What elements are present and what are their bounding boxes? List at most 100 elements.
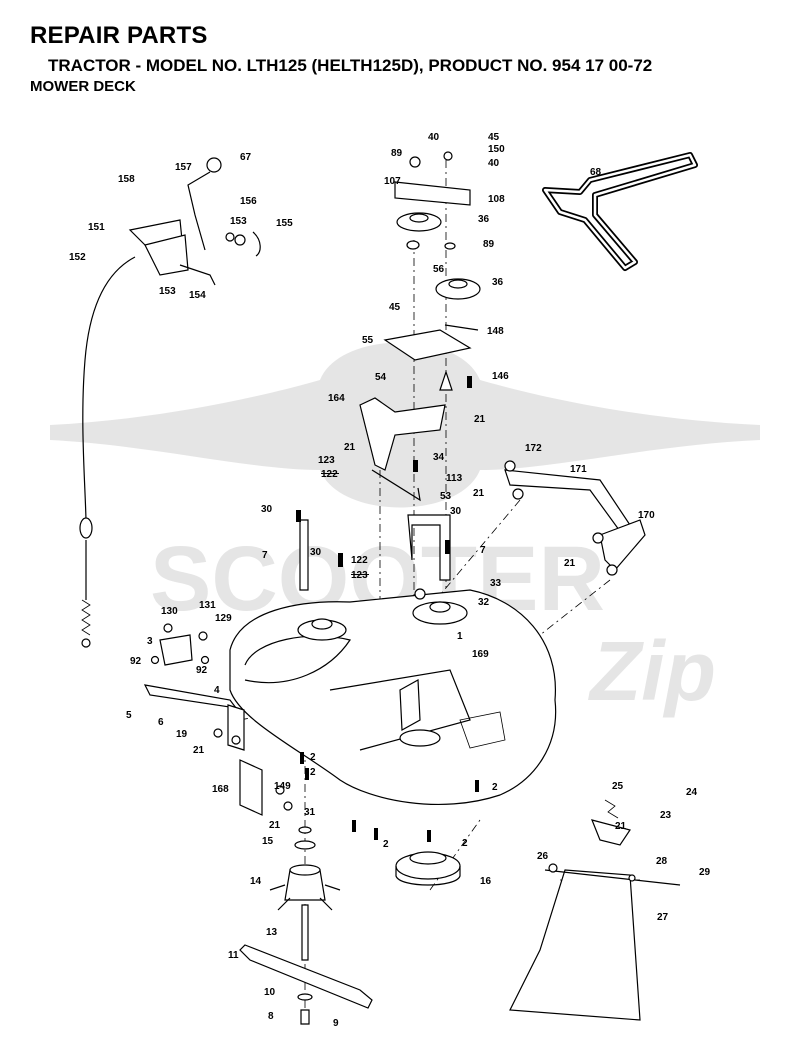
discharge-deflector bbox=[509, 799, 681, 1021]
page-title: REPAIR PARTS bbox=[30, 22, 208, 49]
callout-label: 3 bbox=[147, 636, 153, 647]
callout-label: 2 bbox=[310, 752, 316, 763]
callout-label: 149 bbox=[274, 781, 291, 792]
lift-lever-assembly bbox=[79, 157, 261, 648]
callout-label: 148 bbox=[487, 326, 504, 337]
callout-label: 153 bbox=[159, 286, 176, 297]
callout-label: 23 bbox=[660, 810, 672, 821]
callout-label: 68 bbox=[590, 167, 602, 178]
callout-label: 16 bbox=[480, 876, 492, 887]
callout-label: 24 bbox=[686, 787, 698, 798]
callout-label: 172 bbox=[525, 443, 542, 454]
callout-label: 168 bbox=[212, 784, 229, 795]
callout-label: 14 bbox=[250, 876, 262, 887]
callout-label: 152 bbox=[69, 252, 86, 263]
callout-label: 1 bbox=[457, 631, 463, 642]
callout-label: 158 bbox=[118, 174, 135, 185]
callout-label: 11 bbox=[228, 950, 239, 961]
watermark-script: Zip bbox=[588, 624, 716, 718]
callout-label: 36 bbox=[492, 277, 504, 288]
callout-label: 21 bbox=[474, 414, 486, 425]
callout-label: 40 bbox=[428, 132, 440, 143]
callout-label: 15 bbox=[262, 836, 274, 847]
callout-label: 45 bbox=[488, 132, 500, 143]
callout-label: 7 bbox=[262, 550, 268, 561]
callout-label: 2 bbox=[462, 838, 468, 849]
callout-label: 108 bbox=[488, 194, 505, 205]
callout-label: 10 bbox=[264, 987, 276, 998]
callout-label: 113 bbox=[446, 473, 463, 484]
callout-label: 9 bbox=[333, 1018, 339, 1029]
callout-label: 21 bbox=[193, 745, 205, 756]
callout-label: 21 bbox=[564, 558, 576, 569]
callout-label: 55 bbox=[362, 335, 374, 346]
callout-label: 146 bbox=[492, 371, 509, 382]
callout-label: 26 bbox=[537, 851, 549, 862]
callout-label: 130 bbox=[161, 606, 178, 617]
callout-label: 89 bbox=[391, 148, 403, 159]
model-subtitle: TRACTOR - MODEL NO. LTH125 (HELTH125D), … bbox=[48, 56, 653, 75]
callout-label: 54 bbox=[375, 372, 387, 383]
callout-label: 154 bbox=[189, 290, 206, 301]
callout-label: 45 bbox=[389, 302, 401, 313]
callout-label: 67 bbox=[240, 152, 252, 163]
callout-label: 8 bbox=[268, 1011, 274, 1022]
callout-label: 6 bbox=[158, 717, 164, 728]
callout-label: 122 bbox=[321, 469, 338, 480]
idler-pulley-stack bbox=[359, 151, 481, 502]
callout-label: 155 bbox=[276, 218, 293, 229]
callout-label: 129 bbox=[215, 613, 232, 624]
callout-label: 31 bbox=[304, 807, 316, 818]
callout-label: 40 bbox=[488, 158, 500, 169]
callout-label: 4 bbox=[214, 685, 220, 696]
bolts bbox=[296, 376, 479, 842]
callout-label: 27 bbox=[657, 912, 669, 923]
callout-label: 30 bbox=[450, 506, 462, 517]
callout-label: 123 bbox=[351, 570, 368, 581]
callout-label: 34 bbox=[433, 452, 445, 463]
callout-label: 32 bbox=[478, 597, 490, 608]
callout-label: 19 bbox=[176, 729, 188, 740]
callout-label: 2 bbox=[492, 782, 498, 793]
callout-label: 107 bbox=[384, 176, 401, 187]
deck-lift-links bbox=[299, 460, 646, 591]
spindle-blade-assembly bbox=[239, 826, 373, 1025]
callout-label: 56 bbox=[433, 264, 445, 275]
callout-label: 21 bbox=[269, 820, 281, 831]
drive-belt bbox=[542, 152, 698, 271]
spindle-cover bbox=[395, 851, 461, 886]
callout-label: 156 bbox=[240, 196, 257, 207]
callout-label: 53 bbox=[440, 491, 452, 502]
callout-label: 123 bbox=[318, 455, 335, 466]
callout-label: 151 bbox=[88, 222, 105, 233]
section-title: MOWER DECK bbox=[30, 78, 136, 95]
callout-label: 89 bbox=[483, 239, 495, 250]
callout-label: 25 bbox=[612, 781, 624, 792]
callout-label: 170 bbox=[638, 510, 655, 521]
callout-label: 21 bbox=[615, 821, 627, 832]
callout-label: 33 bbox=[490, 578, 502, 589]
callout-label: 5 bbox=[126, 710, 132, 721]
callout-label: 2 bbox=[310, 767, 316, 778]
callout-label: 21 bbox=[344, 442, 356, 453]
callout-label: 157 bbox=[175, 162, 192, 173]
callout-label: 171 bbox=[570, 464, 587, 475]
callout-label: 21 bbox=[473, 488, 485, 499]
callout-label: 164 bbox=[328, 393, 345, 404]
callout-label: 7 bbox=[480, 545, 486, 556]
callout-label: 92 bbox=[130, 656, 142, 667]
callout-label: 92 bbox=[196, 665, 208, 676]
callout-label: 122 bbox=[351, 555, 368, 566]
callout-label: 29 bbox=[699, 867, 711, 878]
front-brackets bbox=[143, 623, 293, 816]
mower-deck bbox=[229, 588, 557, 806]
callout-label: 13 bbox=[266, 927, 278, 938]
callout-label: 36 bbox=[478, 214, 490, 225]
callout-label: 28 bbox=[656, 856, 668, 867]
callout-label: 169 bbox=[472, 649, 489, 660]
callout-label: 150 bbox=[488, 144, 505, 155]
callout-label: 30 bbox=[310, 547, 322, 558]
callout-label: 2 bbox=[383, 839, 389, 850]
